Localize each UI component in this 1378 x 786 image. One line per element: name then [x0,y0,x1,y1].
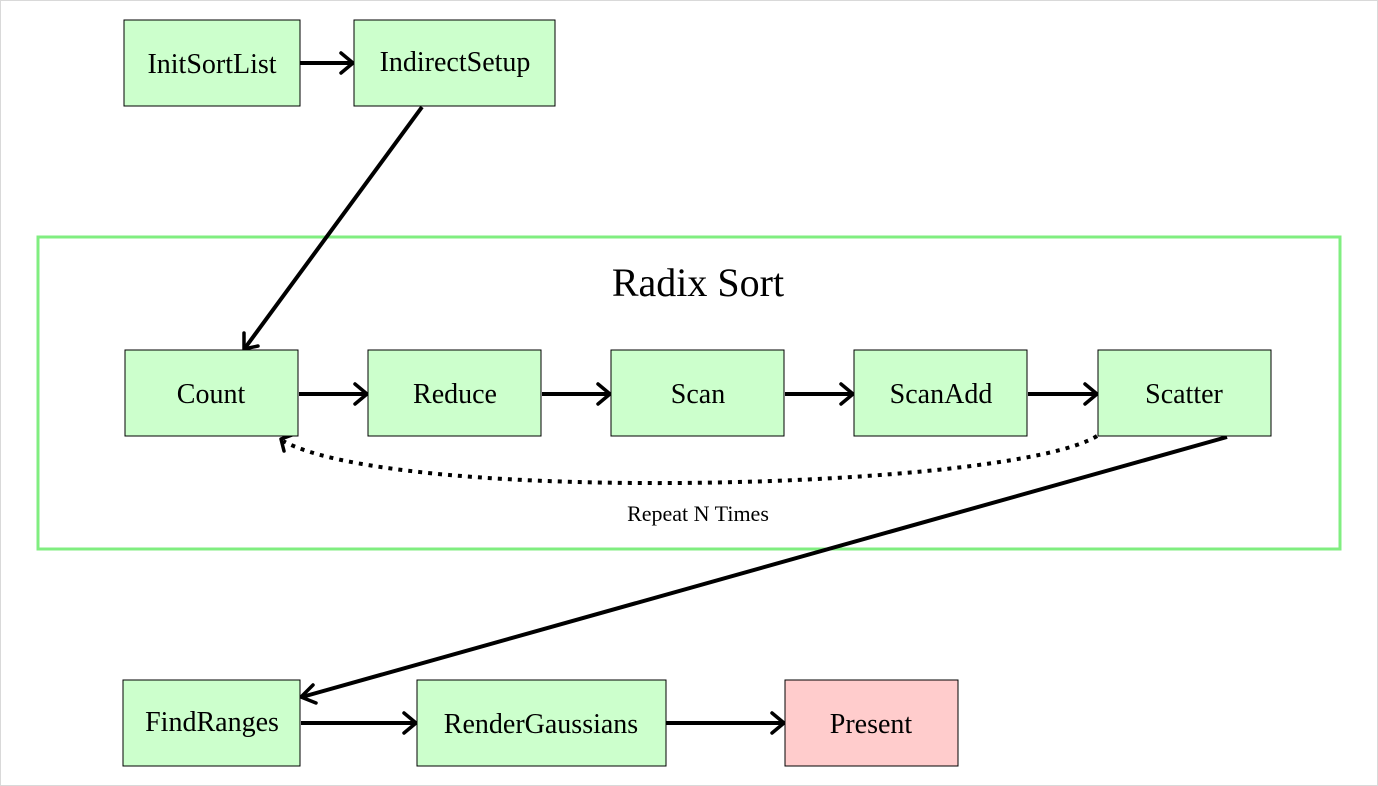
arrowhead [839,382,855,406]
node-label: Scatter [1145,379,1223,410]
arrowhead [279,433,294,453]
arrowhead [770,711,786,735]
node-scan-add: ScanAdd [853,349,1028,437]
node-label: Reduce [413,379,497,410]
radix-sort-title: Radix Sort [612,260,784,305]
node-indirect-setup: IndirectSetup [353,19,556,107]
node-label: FindRanges [145,707,279,738]
arrowhead [402,711,418,735]
arrowhead [353,382,369,406]
node-init-sort-list: InitSortList [123,19,301,107]
node-present: Present [784,679,959,767]
node-count: Count [124,349,299,437]
arrowhead [1083,382,1099,406]
loop-label: Repeat N Times [627,501,769,526]
edge-scatter-to-findranges [301,435,1228,699]
arrowhead [339,51,355,75]
edge-loop-scatter-to-count [282,434,1099,486]
node-find-ranges: FindRanges [122,679,301,767]
arrowhead [299,683,318,705]
node-label: ScanAdd [890,379,993,410]
node-label: InitSortList [147,49,276,80]
arrowhead [596,382,612,406]
radix-sort-group [36,235,1342,551]
node-scan: Scan [610,349,785,437]
edge-indirect-to-count [243,105,424,350]
node-label: IndirectSetup [380,47,531,78]
node-label: RenderGaussians [444,709,638,740]
arrowhead [242,331,260,351]
node-label: Count [177,379,246,410]
node-scatter: Scatter [1097,349,1272,437]
node-render-gaussians: RenderGaussians [416,679,667,767]
node-reduce: Reduce [367,349,542,437]
node-label: Present [830,709,913,740]
node-label: Scan [671,379,725,410]
